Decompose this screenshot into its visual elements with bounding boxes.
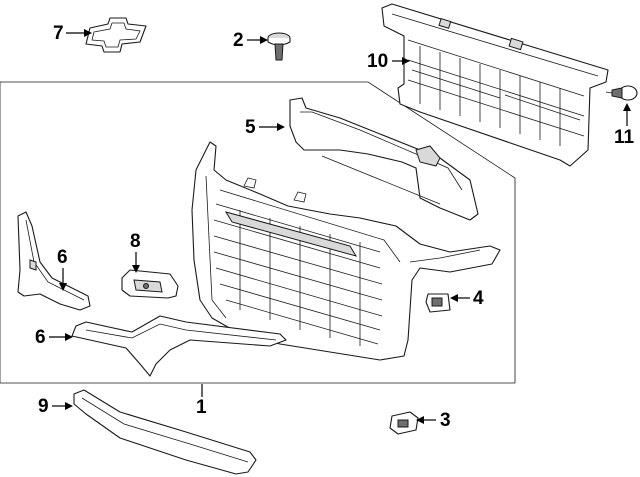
part-7-emblem[interactable] (85, 17, 147, 53)
part-8-bracket[interactable] (121, 269, 179, 299)
assembly-outline (0, 81, 516, 384)
callout-9: 9 (38, 396, 49, 417)
callout-11: 11 (614, 127, 635, 148)
callout-6-upper: 6 (57, 247, 68, 268)
part-4-clip[interactable] (425, 293, 451, 313)
callout-5: 5 (245, 117, 256, 138)
part-3-clip[interactable] (389, 411, 419, 435)
part-9-lower-molding[interactable] (73, 389, 257, 475)
part-10-shutter-frame[interactable] (381, 3, 609, 167)
part-6-side-molding[interactable] (17, 211, 91, 311)
part-6-chevron-molding[interactable] (71, 315, 287, 377)
part-1-main-grille[interactable] (191, 141, 501, 361)
callout-2: 2 (233, 30, 244, 51)
leader-lines (49, 29, 631, 424)
part-11-push-pin[interactable] (605, 85, 638, 101)
callout-1: 1 (196, 397, 207, 418)
callout-7: 7 (53, 23, 64, 44)
part-2-screw[interactable] (267, 32, 291, 61)
callout-10: 10 (367, 51, 389, 72)
callout-8: 8 (130, 231, 141, 252)
part-5-upper-trim[interactable] (289, 97, 479, 221)
callout-6-lower: 6 (35, 327, 46, 348)
callout-3: 3 (440, 410, 451, 431)
callout-4: 4 (473, 288, 484, 309)
